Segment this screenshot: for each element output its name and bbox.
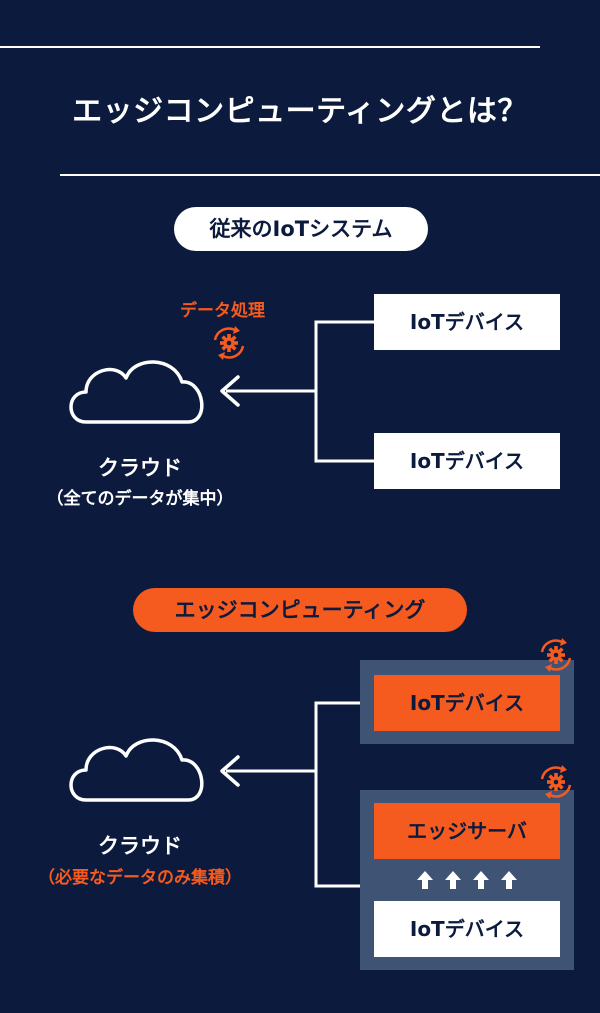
page-title: エッジコンピューティングとは？	[72, 94, 528, 129]
arrow-up-icon	[445, 871, 461, 889]
section1-cloud-label: クラウド	[98, 456, 182, 480]
cloud-icon	[69, 738, 204, 802]
section2-connector	[226, 701, 360, 888]
section1-device-2: IoTデバイス	[374, 433, 560, 489]
arrow-up-icon	[501, 871, 517, 889]
edge-bottom-device-box: IoTデバイス	[374, 901, 560, 957]
processing-gear-icon	[540, 636, 572, 674]
title-bottom-rule	[60, 174, 600, 176]
arrow-up-icon	[473, 871, 489, 889]
arrow-up-icon	[417, 871, 433, 889]
arrow-left-icon	[220, 755, 240, 787]
section1-connector	[226, 320, 374, 463]
section2-label: エッジコンピューティング	[133, 588, 467, 632]
processing-label: データ処理	[180, 301, 265, 321]
edge-device-box: IoTデバイス	[374, 675, 560, 731]
section2-cloud-label: クラウド	[98, 834, 182, 858]
top-rule	[0, 46, 540, 48]
section1-device-1: IoTデバイス	[374, 294, 560, 350]
arrow-left-icon	[220, 375, 240, 407]
edge-server-box: エッジサーバ	[374, 803, 560, 859]
processing-gear-icon	[540, 763, 572, 801]
section1-cloud-sublabel: （全てのデータが集中）	[46, 489, 234, 509]
section2-cloud-sublabel: （必要なデータのみ集積）	[38, 868, 242, 888]
processing-gear-icon	[213, 324, 245, 362]
section1-label: 従来のIoTシステム	[174, 207, 428, 251]
cloud-icon	[69, 360, 204, 424]
